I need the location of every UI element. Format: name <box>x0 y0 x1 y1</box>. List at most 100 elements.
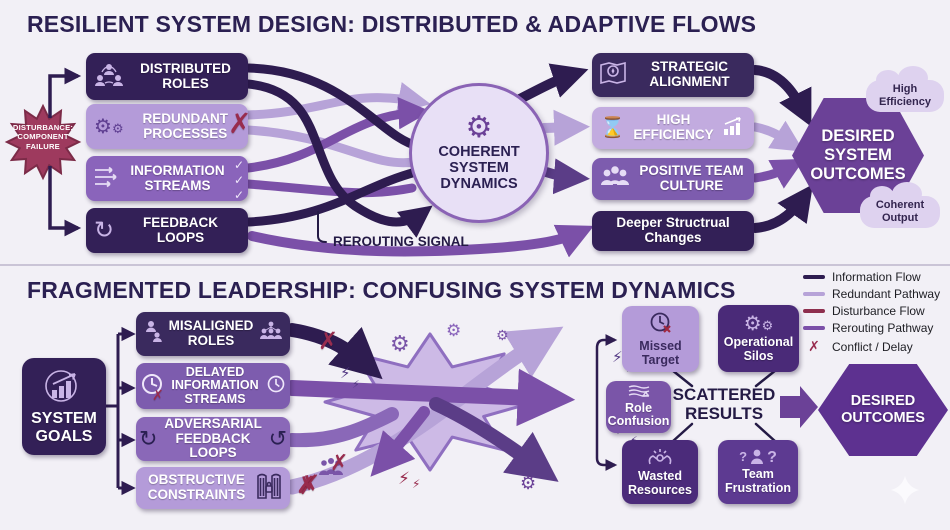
legend-item-rerouting-pathway: Rerouting Pathway <box>803 321 940 335</box>
legend-item-information-flow: Information Flow <box>803 270 940 284</box>
goals-branch-connector <box>106 332 132 490</box>
legend-item-redundant-pathway: Redundant Pathway <box>803 287 940 301</box>
person-question-icon: ? ? <box>739 448 777 466</box>
cloud-high-efficiency: High Efficiency <box>866 66 944 112</box>
people-network-icon <box>94 63 124 91</box>
lightning-icon: ⚡ <box>612 349 623 366</box>
success-checkmarks: ✓ ✓ ✓ <box>234 158 245 202</box>
box-label: Team Frustration <box>725 467 791 495</box>
box-label: DISTRIBUTED ROLES <box>140 60 231 91</box>
conflict-x-icon: ✗ <box>296 472 317 499</box>
loop-cw-icon: ↻ <box>138 426 158 451</box>
box-positive-team-culture: POSITIVE TEAM CULTURE <box>592 158 754 200</box>
box-label: MISALIGNED ROLES <box>168 318 254 348</box>
box-team-frustration: ? ? Team Frustration <box>718 440 798 504</box>
section-divider <box>0 264 950 266</box>
box-label: HIGH EFFICIENCY <box>633 112 714 142</box>
box-operational-silos: ⚙⚙ Operational Silos <box>718 305 799 372</box>
box-high-efficiency: ⌛ HIGH EFFICIENCY <box>592 107 754 149</box>
happy-team-icon <box>600 165 630 193</box>
scattered-cluster-connector <box>595 338 614 467</box>
box-label: POSITIVE TEAM CULTURE <box>639 163 744 193</box>
growth-chart-icon <box>722 116 746 140</box>
outcome-converge-arrows <box>750 65 813 233</box>
rerouting-signal-label: REROUTING SIGNAL <box>333 234 469 249</box>
legend-line-swatch <box>803 309 825 313</box>
box-label: ADVERSARIAL FEEDBACK LOOPS <box>164 416 262 461</box>
top-section-title: RESILIENT SYSTEM DESIGN: DISTRIBUTED & A… <box>27 11 757 37</box>
resilient-flow-weave <box>243 63 594 258</box>
lightning-icon: ⚡ <box>340 365 351 382</box>
open-hands-icon <box>647 447 673 469</box>
box-label: STRATEGIC ALIGNMENT <box>649 59 730 89</box>
loop-ccw-icon: ↺ <box>268 426 288 451</box>
box-distributed-roles: DISTRIBUTED ROLES <box>86 53 248 100</box>
gear-target-icon: ⚙ <box>520 473 537 493</box>
disturbance-star-label: DISTURBANCE: COMPONENT FAILURE <box>12 123 74 151</box>
conflict-x-icon: ✗ <box>228 108 252 139</box>
box-feedback-loops: ↻ FEEDBACK LOOPS <box>86 208 248 253</box>
lightning-icon: ⚡ <box>352 379 360 391</box>
map-compass-icon <box>600 62 626 88</box>
legend-line-swatch <box>803 326 825 330</box>
box-information-streams: INFORMATION STREAMS <box>86 156 248 201</box>
gears-arrow-icon: ⚙⚙ <box>94 115 124 138</box>
clock-icon <box>266 374 286 398</box>
box-strategic-alignment: STRATEGIC ALIGNMENT <box>592 53 754 97</box>
legend-x-icon: ✗ <box>808 338 820 354</box>
locked-gate-icon <box>256 472 282 504</box>
circle-label: COHERENT SYSTEM DYNAMICS <box>438 144 520 192</box>
box-obstructive-constraints: OBSTRUCTIVE CONSTRAINTS <box>136 467 290 509</box>
people-cluster-icon <box>260 321 283 347</box>
bottom-section-title: FRAGMENTED LEADERSHIP: CONFUSING SYSTEM … <box>27 277 736 303</box>
box-label: OBSTRUCTIVE CONSTRAINTS <box>147 472 246 502</box>
box-system-goals: SYSTEM GOALS <box>22 358 106 455</box>
gears-icon: ⚙⚙ <box>743 313 774 335</box>
legend-item-disturbance-flow: Disturbance Flow <box>803 304 940 318</box>
hourglass-icon: ⌛ <box>600 117 625 139</box>
box-delayed-information-streams: DELAYED INFORMATION STREAMS <box>136 363 290 409</box>
gear-icon: ⚙ <box>390 331 410 356</box>
box-label: Role Confusion <box>607 400 670 429</box>
legend: Information Flow Redundant Pathway Distu… <box>803 270 940 355</box>
legend-line-swatch <box>803 275 825 279</box>
box-label: Deeper Structrual Changes <box>616 215 730 245</box>
clock-delay-icon <box>140 372 164 400</box>
confused-people-icon <box>318 458 344 482</box>
cloud-coherent-output: Coherent Output <box>860 182 940 228</box>
box-wasted-resources: Wasted Resources <box>622 440 698 504</box>
sparkle-watermark-icon <box>891 476 919 504</box>
loop-arrows-icon: ↻ <box>94 216 115 244</box>
conflict-x-icon: ✗ <box>318 328 339 355</box>
gear-icon: ⚙ <box>496 327 509 343</box>
gear-cycle-icon: ⚙ <box>465 111 493 145</box>
streams-arrows-icon <box>94 166 120 192</box>
box-role-confusion: Role Confusion <box>606 381 671 433</box>
delay-x-icon: ✗ <box>152 387 164 403</box>
scattered-results-label: SCATTERED RESULTS <box>672 385 776 423</box>
box-label: INFORMATION STREAMS <box>130 162 225 193</box>
box-label: FEEDBACK LOOPS <box>143 214 219 245</box>
legend-item-conflict-delay: ✗Conflict / Delay <box>803 338 940 355</box>
box-misaligned-roles: MISALIGNED ROLES <box>136 312 290 356</box>
gear-icon: ⚙ <box>446 321 462 340</box>
box-adversarial-feedback-loops: ↻ ADVERSARIAL FEEDBACK LOOPS ↺ <box>136 416 290 461</box>
box-redundant-processes: ⚙⚙ REDUNDANT PROCESSES <box>86 104 248 149</box>
box-missed-target: Missed Target <box>622 306 699 372</box>
box-label: REDUNDANT PROCESSES <box>142 110 229 141</box>
box-label: Wasted Resources <box>628 469 692 497</box>
box-label: Operational Silos <box>723 335 794 363</box>
system-goals-chart-icon <box>43 368 85 408</box>
box-label: Missed Target <box>639 339 682 367</box>
box-label: SYSTEM GOALS <box>31 410 97 445</box>
conflict-x-icon: ✗ <box>330 450 349 475</box>
fragmented-chaos-arrows <box>284 323 576 495</box>
results-to-outcome-arrow <box>780 386 818 428</box>
conflict-lightning-icon: ⚡ <box>412 477 421 491</box>
layers-icon <box>628 385 650 401</box>
box-deeper-structural-changes: Deeper Structrual Changes <box>592 211 754 251</box>
disturbance-star <box>4 103 82 181</box>
scattered-people-icon <box>144 320 162 348</box>
